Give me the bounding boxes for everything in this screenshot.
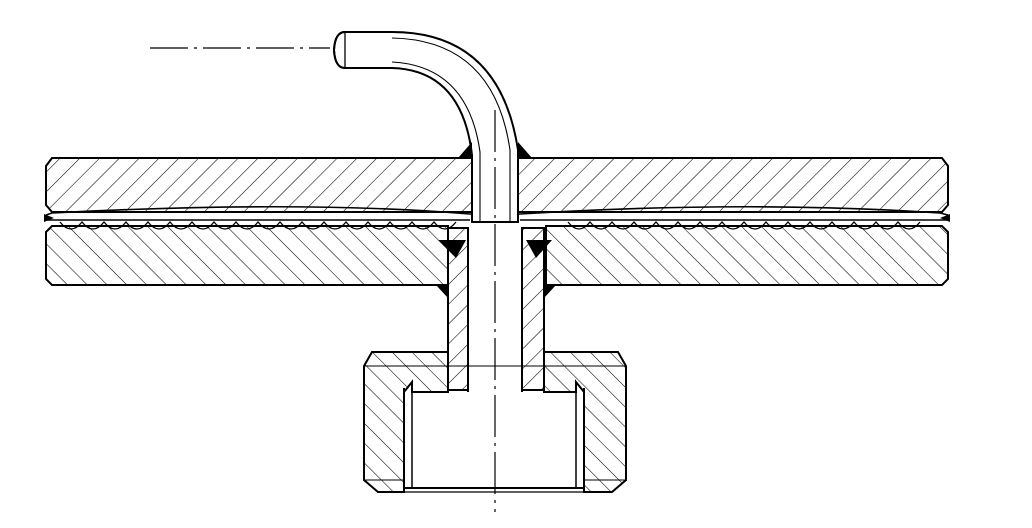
threaded-nut (363, 351, 627, 493)
center-tube (447, 227, 545, 392)
bent-tube (332, 31, 519, 223)
bottom-plate (45, 225, 949, 286)
weld-seams (436, 142, 556, 298)
support-bumps-left (59, 220, 457, 230)
top-plate (45, 157, 949, 213)
